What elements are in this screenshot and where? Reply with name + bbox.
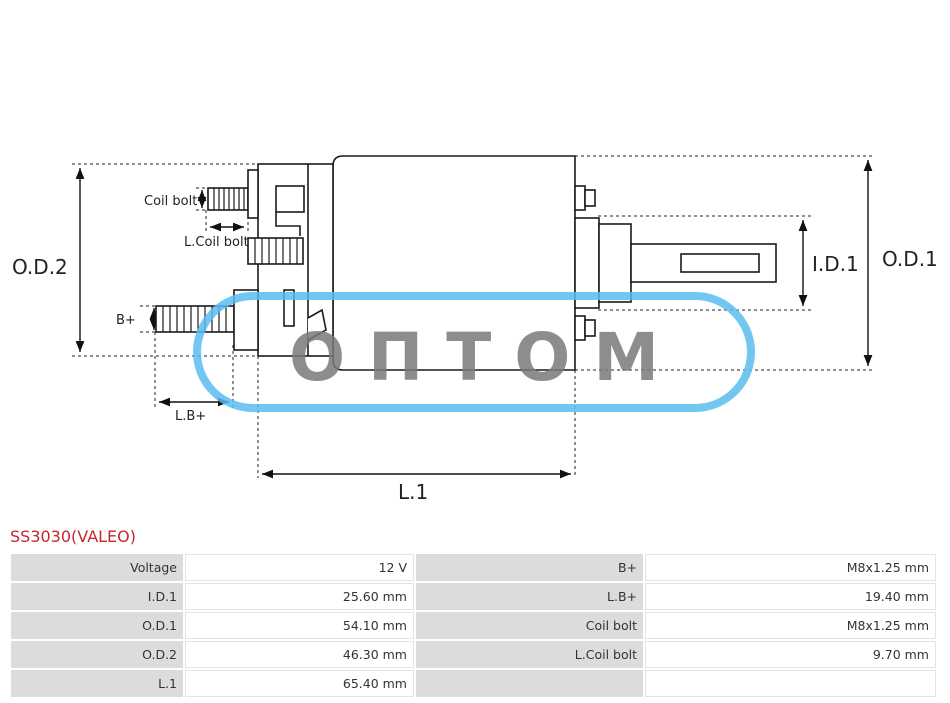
table-row: O.D.1 54.10 mm Coil bolt M8x1.25 mm — [11, 612, 936, 639]
spec-value: 19.40 mm — [645, 583, 936, 610]
technical-drawing: Coil bolt L.Coil bolt B+ L.B+ O.D.2 O.D.… — [12, 155, 938, 504]
spec-label: Voltage — [11, 554, 183, 581]
spec-label: Coil bolt — [416, 612, 643, 639]
spec-value: 25.60 mm — [185, 583, 414, 610]
watermark: О П Т О М — [193, 292, 755, 412]
spec-value: 65.40 mm — [185, 670, 414, 697]
extension-lines — [72, 155, 875, 478]
spec-label — [416, 670, 643, 697]
spec-value: 9.70 mm — [645, 641, 936, 668]
part-title: SS3030(VALEO) — [10, 527, 136, 546]
spec-value: 12 V — [185, 554, 414, 581]
table-row: Voltage 12 V B+ M8x1.25 mm — [11, 554, 936, 581]
l-coil-bolt-label: L.Coil bolt — [184, 235, 249, 250]
spec-value: M8x1.25 mm — [645, 612, 936, 639]
table-row: O.D.2 46.30 mm L.Coil bolt 9.70 mm — [11, 641, 936, 668]
od2-label: O.D.2 — [12, 255, 68, 279]
spec-label: O.D.2 — [11, 641, 183, 668]
table-row: L.1 65.40 mm — [11, 670, 936, 697]
watermark-text: О П Т О М — [289, 319, 659, 396]
spec-label: L.Coil bolt — [416, 641, 643, 668]
b-plus-label: B+ — [116, 313, 136, 328]
spec-label: B+ — [416, 554, 643, 581]
watermark-ring — [193, 292, 755, 412]
l1-label: L.1 — [398, 480, 428, 504]
spec-label: I.D.1 — [11, 583, 183, 610]
coil-bolt-label: Coil bolt — [144, 194, 197, 209]
spec-value: 54.10 mm — [185, 612, 414, 639]
spec-value: M8x1.25 mm — [645, 554, 936, 581]
solenoid-body — [155, 155, 777, 371]
spec-value — [645, 670, 936, 697]
l-b-plus-label: L.B+ — [175, 409, 206, 424]
spec-label: O.D.1 — [11, 612, 183, 639]
dimension-arrows — [75, 160, 873, 479]
od1-label: O.D.1 — [882, 247, 938, 271]
spec-label: L.1 — [11, 670, 183, 697]
table-row: I.D.1 25.60 mm L.B+ 19.40 mm — [11, 583, 936, 610]
id1-label: I.D.1 — [812, 252, 859, 276]
spec-value: 46.30 mm — [185, 641, 414, 668]
spec-label: L.B+ — [416, 583, 643, 610]
specs-table: Voltage 12 V B+ M8x1.25 mm I.D.1 25.60 m… — [9, 552, 938, 699]
